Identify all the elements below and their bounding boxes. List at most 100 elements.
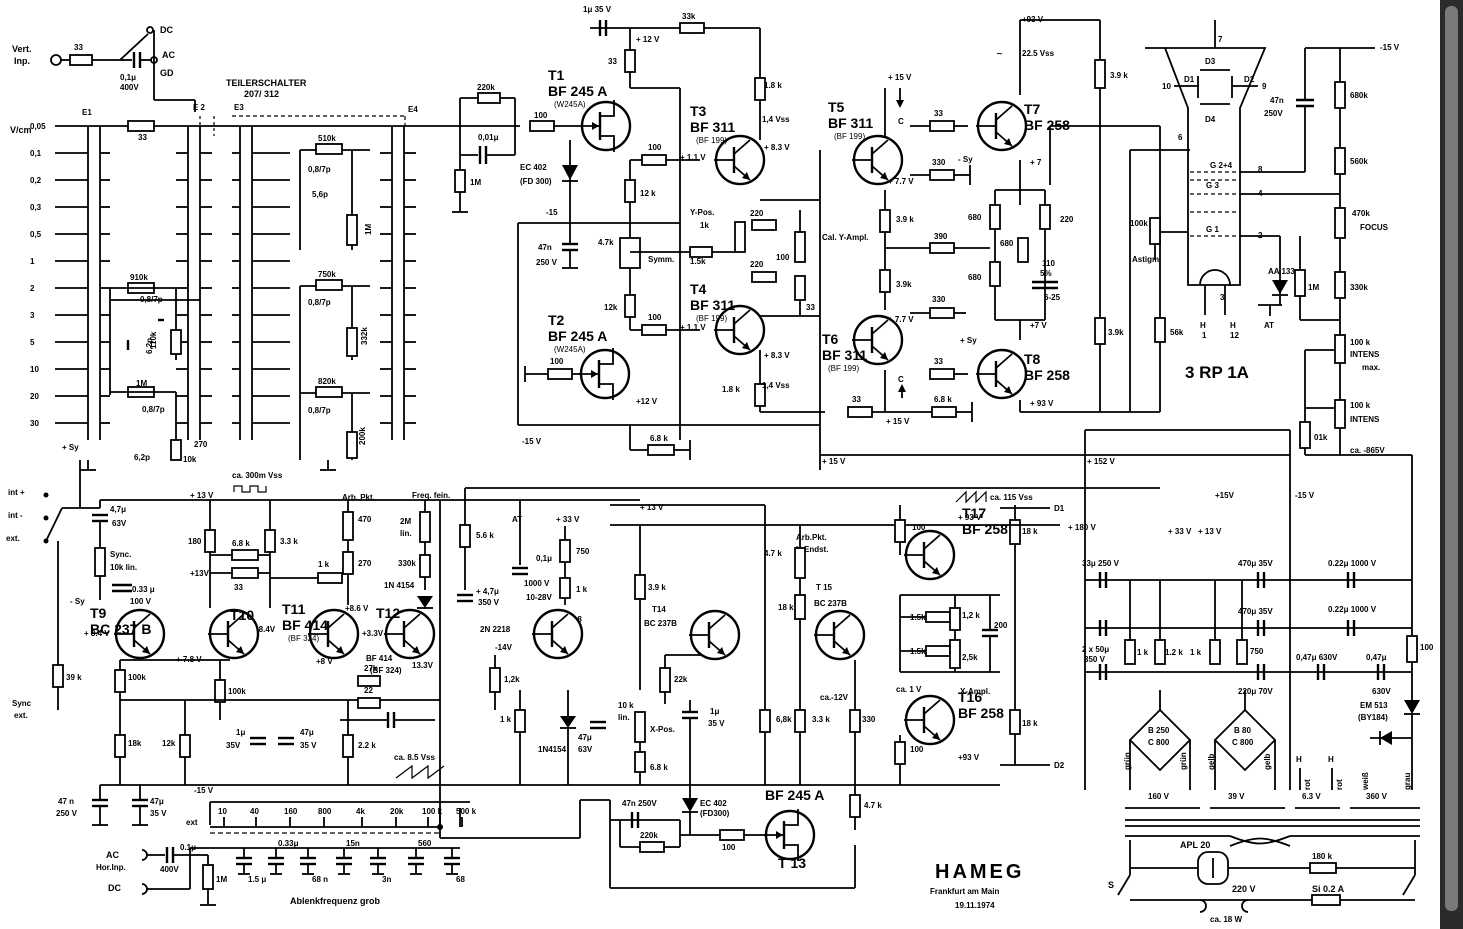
transistor-type-t16: BF 258 bbox=[958, 705, 1004, 721]
svg-text:100 k: 100 k bbox=[1350, 401, 1371, 410]
svg-text:330: 330 bbox=[932, 158, 946, 167]
svg-text:13.3V: 13.3V bbox=[412, 661, 434, 670]
vertical-scrollbar[interactable] bbox=[1440, 0, 1463, 929]
svg-text:+ 1.1 V: + 1.1 V bbox=[680, 153, 706, 162]
svg-text:180 k: 180 k bbox=[1312, 852, 1333, 861]
sync-ext-label-2: ext. bbox=[14, 711, 28, 720]
svg-text:1,4 Vss: 1,4 Vss bbox=[762, 381, 790, 390]
svg-text:510k: 510k bbox=[318, 134, 336, 143]
svg-text:35V: 35V bbox=[226, 741, 241, 750]
svg-text:6,2p: 6,2p bbox=[145, 338, 154, 354]
svg-text:6.8 k: 6.8 k bbox=[650, 434, 668, 443]
vertical-input-section: Vert. Inp. 33 DC 0,1μ 400V AC GD TEILERS… bbox=[10, 25, 440, 471]
svg-text:0,47μ 630V: 0,47μ 630V bbox=[1296, 653, 1338, 662]
timebase-cap-label: 3n bbox=[382, 875, 391, 884]
svg-text:D2: D2 bbox=[1244, 75, 1255, 84]
power-supply-section: + 15 V + 152 V +15V -15 V + 33 V + 13 V … bbox=[820, 429, 1434, 924]
bridge-rectifier-2: B 80 C 800 gelb gelb bbox=[1207, 690, 1277, 790]
attenuator-step-label: 10 bbox=[30, 365, 39, 374]
svg-text:350 V: 350 V bbox=[1084, 655, 1106, 664]
svg-text:1,2 k: 1,2 k bbox=[962, 611, 980, 620]
svg-text:T 15: T 15 bbox=[816, 583, 833, 592]
svg-text:100 k: 100 k bbox=[1350, 338, 1371, 347]
svg-text:Arb. Pkt.: Arb. Pkt. bbox=[342, 493, 375, 502]
svg-text:470k: 470k bbox=[1352, 209, 1370, 218]
svg-text:220k: 220k bbox=[640, 831, 658, 840]
transistor-t15 bbox=[814, 609, 866, 661]
svg-text:gelb: gelb bbox=[1207, 753, 1216, 770]
svg-text:-15 V: -15 V bbox=[1380, 43, 1400, 52]
svg-text:270: 270 bbox=[194, 440, 208, 449]
svg-text:∼: ∼ bbox=[996, 49, 1003, 58]
svg-text:BF 414: BF 414 bbox=[366, 654, 393, 663]
svg-text:6,8k: 6,8k bbox=[776, 715, 792, 724]
svg-text:0,8/7p: 0,8/7p bbox=[142, 405, 165, 414]
svg-text:-15: -15 bbox=[546, 208, 558, 217]
transistor-label-t9: T9 bbox=[90, 605, 107, 621]
vcm-label: V/cm bbox=[10, 125, 32, 135]
svg-text:D4: D4 bbox=[1205, 115, 1216, 124]
timebase-step-label: 160 bbox=[284, 807, 298, 816]
svg-text:47 n: 47 n bbox=[58, 797, 74, 806]
svg-text:200: 200 bbox=[994, 621, 1008, 630]
svg-text:100: 100 bbox=[648, 313, 662, 322]
svg-text:ca. 1 V: ca. 1 V bbox=[896, 685, 922, 694]
svg-text:10 k: 10 k bbox=[618, 701, 634, 710]
svg-text:1N4154: 1N4154 bbox=[538, 745, 567, 754]
svg-text:+ 1.1 V: + 1.1 V bbox=[680, 323, 706, 332]
svg-text:100 V: 100 V bbox=[130, 597, 152, 606]
svg-text:4,7μ: 4,7μ bbox=[110, 505, 126, 514]
svg-text:0.22μ 1000 V: 0.22μ 1000 V bbox=[1328, 559, 1377, 568]
svg-text:INTENS: INTENS bbox=[1350, 415, 1380, 424]
svg-text:+8.6 V: +8.6 V bbox=[345, 604, 369, 613]
svg-text:2 x 50μ: 2 x 50μ bbox=[1082, 645, 1109, 654]
svg-text:22k: 22k bbox=[674, 675, 688, 684]
teilerschalter-label: TEILERSCHALTER bbox=[226, 78, 307, 88]
transistor-label-t2: T2 bbox=[548, 312, 565, 328]
mains-switch-label: S bbox=[1108, 880, 1114, 890]
brand-date: 19.11.1974 bbox=[955, 901, 995, 910]
svg-text:C: C bbox=[898, 117, 904, 126]
svg-text:D3: D3 bbox=[1205, 57, 1216, 66]
svg-text:1 k: 1 k bbox=[1190, 648, 1202, 657]
horizontal-input-section: 47n 250V 220k EC 402 (FD300) 100 BF 245 … bbox=[439, 500, 856, 889]
svg-text:ca. 300m Vss: ca. 300m Vss bbox=[232, 471, 283, 480]
vert-inp-label-1: Vert. bbox=[12, 44, 32, 54]
y-preamp-section: 220k 0,01μ 1M 100 1μ 35 V 33k + 12 V 33 … bbox=[440, 5, 869, 460]
svg-text:1: 1 bbox=[1202, 331, 1207, 340]
svg-text:820k: 820k bbox=[318, 377, 336, 386]
svg-text:1k: 1k bbox=[700, 221, 709, 230]
svg-text:1M: 1M bbox=[136, 379, 147, 388]
svg-text:1M: 1M bbox=[216, 875, 227, 884]
svg-text:10k: 10k bbox=[183, 455, 197, 464]
svg-text:6: 6 bbox=[1178, 133, 1183, 142]
svg-text:+ 7.7 V: + 7.7 V bbox=[888, 177, 914, 186]
transistor-type-t17: BF 258 bbox=[962, 521, 1008, 537]
transistor-type-t4: BF 311 bbox=[690, 297, 735, 313]
svg-text:6.3 V: 6.3 V bbox=[1302, 792, 1321, 801]
svg-text:G 1: G 1 bbox=[1206, 225, 1219, 234]
svg-text:T14: T14 bbox=[652, 605, 666, 614]
svg-text:X-Ampl.: X-Ampl. bbox=[960, 687, 990, 696]
attenuator-step-label: 0,3 bbox=[30, 203, 42, 212]
scrollbar-thumb[interactable] bbox=[1445, 6, 1458, 911]
svg-text:2.2 k: 2.2 k bbox=[358, 741, 376, 750]
transistor-label-t12: T12 bbox=[376, 605, 400, 621]
svg-text:10: 10 bbox=[1162, 82, 1171, 91]
transistor-label-t16: T16 bbox=[958, 689, 982, 705]
svg-text:(FD 300): (FD 300) bbox=[520, 177, 552, 186]
svg-text:9: 9 bbox=[1262, 82, 1267, 91]
svg-text:220μ 70V: 220μ 70V bbox=[1238, 687, 1273, 696]
attenuator-step-label: 2 bbox=[30, 284, 35, 293]
svg-text:100k: 100k bbox=[128, 673, 146, 682]
svg-text:400V: 400V bbox=[160, 865, 179, 874]
timebase-step-label: 800 bbox=[318, 807, 332, 816]
svg-text:4.7k: 4.7k bbox=[598, 238, 614, 247]
timebase-cap-label: 0.33μ bbox=[278, 839, 299, 848]
